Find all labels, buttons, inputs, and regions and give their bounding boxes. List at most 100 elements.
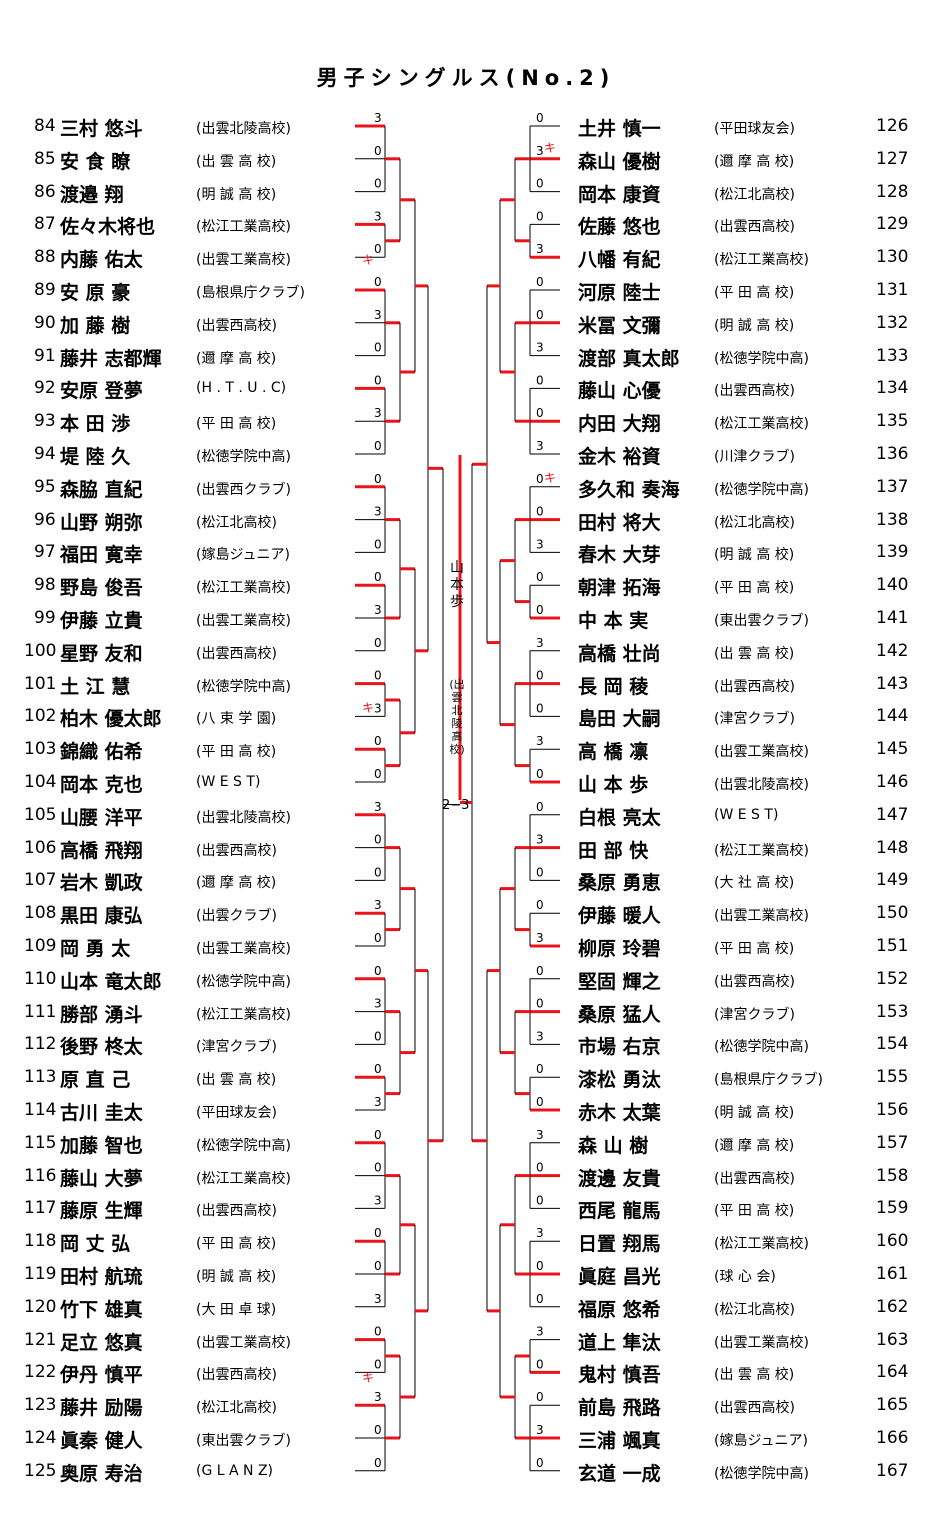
- player-name: 眞秦 健人: [60, 1430, 143, 1452]
- final-score: 2−3: [442, 798, 470, 813]
- player-club: (大 田 卓 球): [196, 1301, 277, 1318]
- player-number: 142: [876, 640, 909, 661]
- player-name: 伊藤 立貴: [60, 610, 143, 632]
- player-name: 白根 亮太: [578, 806, 661, 829]
- game-score: 0: [374, 1029, 382, 1043]
- player-number: 95: [34, 476, 56, 497]
- player-number: 120: [24, 1296, 57, 1317]
- player-club: (松江工業高校): [196, 1006, 291, 1023]
- player-name: 山本 竜太郎: [60, 970, 162, 993]
- player-club: (出 雲 高 校): [196, 153, 277, 170]
- player-name: 佐々木将也: [60, 216, 156, 239]
- player-club: (出雲北陵高校): [196, 809, 291, 826]
- player-club: (出雲西高校): [714, 383, 795, 400]
- player-name: 道上 隼汰: [578, 1331, 661, 1354]
- player-club: (松江北高校): [196, 1400, 277, 1417]
- game-score: 0: [374, 144, 382, 158]
- player-number: 151: [876, 936, 909, 956]
- game-score: 0: [536, 1357, 544, 1371]
- player-club: (邇 摩 高 校): [196, 875, 277, 892]
- game-score: 0: [536, 1161, 544, 1175]
- player-name: 金木 裕資: [578, 446, 661, 468]
- game-score: 0: [374, 833, 382, 847]
- player-name: 安 原 豪: [60, 282, 131, 304]
- game-score: 3: [374, 406, 382, 420]
- player-number: 167: [876, 1460, 909, 1481]
- player-number: 162: [876, 1296, 909, 1317]
- player-name: 古川 圭太: [60, 1102, 143, 1124]
- player-number: 130: [876, 247, 909, 268]
- player-number: 144: [876, 706, 909, 727]
- player-club: (出雲西クラブ): [196, 481, 291, 498]
- player-name: 中 本 実: [578, 610, 649, 632]
- game-score: 0: [374, 341, 382, 355]
- player-name: 柏木 優太郎: [60, 708, 162, 731]
- player-name: 河原 陸士: [578, 282, 661, 304]
- player-number: 123: [24, 1395, 57, 1416]
- player-club: (松江工業高校): [714, 842, 809, 859]
- game-score: 0: [536, 209, 544, 223]
- game-score: 0: [374, 669, 382, 683]
- player-name: 渡邊 友貴: [578, 1167, 661, 1190]
- player-number: 127: [876, 148, 909, 169]
- player-number: 166: [876, 1428, 909, 1448]
- player-name: 三村 悠斗: [60, 118, 143, 140]
- player-number: 160: [876, 1231, 909, 1252]
- player-number: 122: [24, 1362, 57, 1383]
- game-score: 0: [536, 603, 544, 617]
- player-number: 85: [34, 148, 56, 169]
- player-number: 143: [876, 673, 909, 694]
- player-club: (東出雲クラブ): [196, 1433, 291, 1449]
- player-club: (邇 摩 高 校): [714, 153, 795, 170]
- player-number: 133: [876, 345, 909, 366]
- player-club: (川津クラブ): [714, 449, 795, 465]
- player-number: 161: [876, 1264, 909, 1284]
- player-name: 足立 悠真: [60, 1331, 143, 1354]
- player-name: 藤山 大夢: [60, 1167, 143, 1190]
- player-name: 高橋 飛翔: [60, 839, 143, 862]
- game-score: 3: [536, 341, 544, 355]
- player-name: 安 食 瞭: [60, 150, 131, 173]
- game-score: 0: [536, 308, 544, 322]
- player-name: 岩木 凱政: [60, 872, 143, 895]
- player-club: (出雲北陵高校): [714, 777, 809, 793]
- game-score: 0: [374, 177, 382, 191]
- player-club: (松江工業高校): [714, 416, 809, 433]
- game-score: 0: [536, 1390, 544, 1404]
- player-club: (邇 摩 高 校): [714, 1137, 795, 1154]
- game-score: 3: [374, 898, 382, 912]
- player-club: (邇 摩 高 校): [196, 350, 277, 367]
- forfeit-mark: キ: [544, 471, 556, 485]
- player-name: 本 田 渉: [60, 413, 131, 436]
- player-number: 110: [24, 968, 57, 989]
- player-name: 後野 柊太: [60, 1036, 143, 1059]
- player-name: 朝津 拓海: [578, 577, 661, 600]
- player-name: 加藤 智也: [60, 1134, 143, 1157]
- game-score: 0: [374, 734, 382, 748]
- game-score: 0: [374, 242, 382, 256]
- player-club: (松江北高校): [714, 514, 795, 531]
- player-name: 山野 朔弥: [60, 511, 143, 534]
- player-number: 165: [876, 1395, 909, 1416]
- game-score: 0: [374, 1062, 382, 1076]
- player-number: 125: [24, 1460, 57, 1481]
- player-number: 101: [24, 673, 57, 694]
- game-score: 0: [536, 800, 544, 814]
- player-club: (松江工業高校): [196, 580, 291, 597]
- game-score: 3: [374, 800, 382, 814]
- game-score: 3: [536, 734, 544, 748]
- player-club: (松江工業高校): [196, 1170, 291, 1187]
- player-number: 134: [876, 378, 909, 399]
- player-club: (島根県庁クラブ): [196, 285, 305, 301]
- player-name: 桑原 勇恵: [578, 872, 661, 895]
- player-name: 日置 翔馬: [578, 1233, 661, 1256]
- game-score: 0: [374, 1161, 382, 1175]
- player-number: 108: [24, 903, 57, 924]
- game-score: 3: [374, 308, 382, 322]
- player-number: 129: [876, 214, 909, 235]
- game-score: 0: [374, 1357, 382, 1371]
- player-club: (明 誠 高 校): [714, 317, 795, 334]
- forfeit-mark: キ: [362, 701, 374, 715]
- player-name: 眞庭 昌光: [578, 1266, 661, 1288]
- game-score: 3: [374, 997, 382, 1011]
